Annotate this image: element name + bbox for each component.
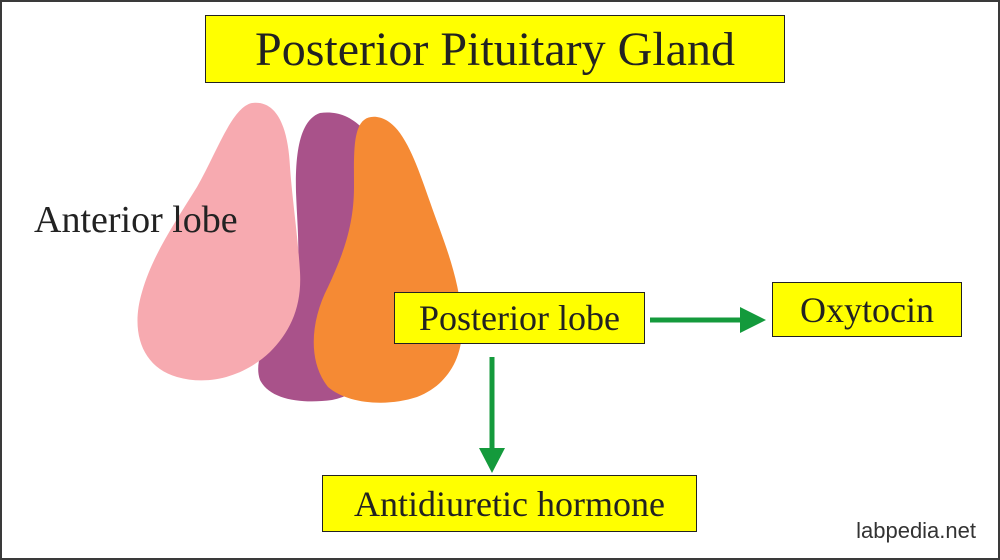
antidiuretic-hormone-label: Antidiuretic hormone — [322, 475, 697, 532]
anterior-lobe-label: Anterior lobe — [34, 199, 238, 241]
anterior-lobe-shape — [137, 102, 301, 381]
arrow-to-oxytocin-head — [740, 307, 766, 333]
oxytocin-label: Oxytocin — [772, 282, 962, 337]
posterior-lobe-label: Posterior lobe — [394, 292, 645, 344]
watermark: labpedia.net — [856, 518, 976, 543]
arrow-to-adh-head — [479, 448, 505, 473]
page-title: Posterior Pituitary Gland — [205, 15, 785, 83]
